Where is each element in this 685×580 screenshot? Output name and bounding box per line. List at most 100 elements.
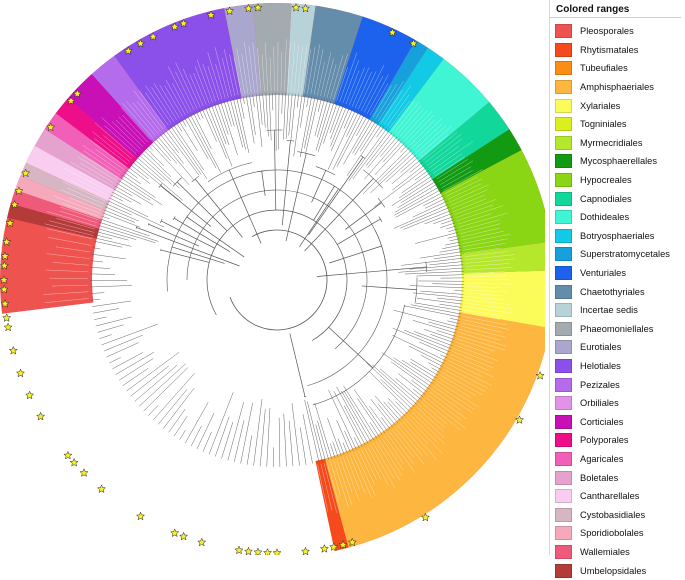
branch <box>174 218 230 251</box>
branch <box>92 301 131 307</box>
branch <box>394 358 433 384</box>
branch <box>153 140 171 160</box>
branch <box>421 355 443 366</box>
clade-range <box>325 312 545 547</box>
branch <box>111 195 124 202</box>
branch <box>190 114 220 172</box>
branch <box>177 182 227 231</box>
branch <box>260 409 265 466</box>
legend-label: Sporidiobolales <box>580 528 644 538</box>
legend-swatch <box>555 61 572 75</box>
legend-item: Sporidiobolales <box>550 524 685 543</box>
branch <box>160 134 184 163</box>
legend-item: Cantharellales <box>550 487 685 506</box>
branch <box>233 98 245 150</box>
branch <box>300 95 305 128</box>
branch <box>430 334 453 342</box>
star-marker <box>4 323 12 331</box>
star-marker <box>98 485 106 493</box>
branch <box>143 150 171 177</box>
branch <box>420 291 463 294</box>
branch <box>229 170 261 243</box>
branch <box>290 333 305 396</box>
legend-swatch <box>555 378 572 392</box>
branch <box>256 94 262 147</box>
branch <box>437 298 463 301</box>
branch <box>369 371 410 412</box>
branch <box>105 207 139 221</box>
legend-label: Capnodiales <box>580 194 632 204</box>
taxon-label <box>298 468 302 507</box>
branch <box>336 387 368 444</box>
legend-item: Helotiales <box>550 357 685 376</box>
legend-label: Helotiales <box>580 361 621 371</box>
branch <box>388 402 403 419</box>
colored-range-ring <box>0 3 545 551</box>
taxon-label <box>176 450 194 487</box>
branch <box>392 165 424 190</box>
legend-swatch <box>555 99 572 113</box>
branch <box>282 93 283 114</box>
branch <box>318 98 321 112</box>
branch <box>357 398 382 434</box>
branch <box>428 322 457 330</box>
legend-item: Myrmecridiales <box>550 134 685 153</box>
branch <box>182 119 186 127</box>
legend-swatch <box>555 136 572 150</box>
phylogenetic-tree <box>0 0 545 555</box>
legend-label: Incertae sedis <box>580 305 638 315</box>
legend-label: Togniniales <box>580 119 627 129</box>
legend-item: Incertae sedis <box>550 301 685 320</box>
branch <box>90 293 104 294</box>
taxon-label <box>262 469 265 510</box>
branch <box>224 101 232 127</box>
branch <box>136 227 239 266</box>
taxon-label <box>285 469 287 519</box>
star-marker <box>198 538 206 546</box>
star-marker <box>70 459 78 467</box>
star-marker <box>245 547 253 555</box>
branch <box>203 432 212 452</box>
branch <box>349 129 387 181</box>
taxon-label <box>125 420 151 448</box>
legend-label: Wallemiales <box>580 547 630 557</box>
branch <box>165 130 199 175</box>
legend-item: Togniniales <box>550 115 685 134</box>
branch <box>303 414 313 463</box>
legend-title: Colored ranges <box>550 0 681 18</box>
star-marker <box>3 314 11 322</box>
legend-item: Wallemiales <box>550 543 685 562</box>
star-marker <box>26 391 34 399</box>
legend-item: Pleosporales <box>550 22 685 41</box>
branch <box>283 93 285 139</box>
branch <box>384 402 401 421</box>
legend-item: Botryosphaeriales <box>550 227 685 246</box>
star-marker <box>235 546 243 554</box>
branch <box>432 368 440 373</box>
branch <box>317 421 328 460</box>
branch <box>330 105 343 139</box>
legend-swatch <box>555 489 572 503</box>
legend-label: Botryosphaeriales <box>580 231 654 241</box>
branch <box>346 112 358 137</box>
star-marker <box>17 369 25 377</box>
branch <box>327 418 341 456</box>
branch <box>218 103 229 135</box>
branch <box>104 335 143 351</box>
legend-label: Xylariales <box>580 101 620 111</box>
branch <box>221 422 232 459</box>
branch <box>300 427 306 464</box>
branch <box>430 262 464 265</box>
branch <box>209 392 233 454</box>
branch <box>92 254 126 259</box>
branch <box>99 335 111 339</box>
legend-swatch <box>555 117 572 131</box>
branch <box>148 405 158 415</box>
legend-label: Orbiliales <box>580 398 619 408</box>
branch <box>174 416 187 436</box>
legend-item: Chaetothyriales <box>550 282 685 301</box>
branch <box>158 389 187 424</box>
taxon-label <box>85 380 116 399</box>
legend-label: Amphisphaeriales <box>580 82 654 92</box>
